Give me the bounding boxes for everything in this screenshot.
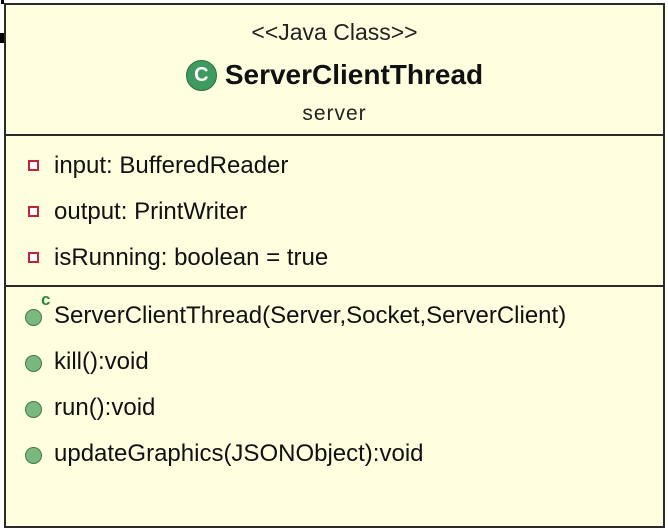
operation-text: run():void	[54, 394, 156, 421]
operation-row[interactable]: c ServerClientThread(Server,Socket,Serve…	[6, 291, 663, 348]
attribute-row[interactable]: isRunning: boolean = true	[6, 244, 663, 290]
class-name-row: C ServerClientThread	[6, 59, 663, 91]
public-visibility-icon	[25, 401, 42, 418]
connector-tick-top	[1, 0, 4, 4]
operation-row[interactable]: kill():void	[6, 348, 663, 394]
class-name: ServerClientThread	[224, 59, 484, 90]
connector-tick-left	[0, 33, 4, 43]
attribute-text: isRunning: boolean = true	[54, 244, 329, 271]
operation-text: ServerClientThread(Server,Socket,ServerC…	[54, 302, 567, 329]
class-header: <<Java Class>> C ServerClientThread serv…	[6, 5, 663, 136]
private-visibility-icon	[28, 206, 39, 217]
private-visibility-icon	[28, 252, 39, 263]
attribute-row[interactable]: output: PrintWriter	[6, 198, 663, 244]
operation-row[interactable]: run():void	[6, 394, 663, 440]
operation-text: updateGraphics(JSONObject):void	[54, 440, 424, 467]
public-visibility-icon	[25, 355, 42, 372]
stereotype-label: <<Java Class>>	[251, 19, 418, 45]
constructor-mark-icon: c	[41, 290, 51, 309]
uml-class-box[interactable]: <<Java Class>> C ServerClientThread serv…	[4, 3, 665, 528]
attribute-row[interactable]: input: BufferedReader	[6, 152, 663, 198]
operation-text: kill():void	[54, 348, 149, 375]
public-visibility-icon	[25, 447, 42, 464]
attributes-compartment: input: BufferedReader output: PrintWrite…	[6, 136, 663, 287]
operation-row[interactable]: updateGraphics(JSONObject):void	[6, 440, 663, 486]
attribute-text: input: BufferedReader	[54, 152, 289, 179]
operations-compartment: c ServerClientThread(Server,Socket,Serve…	[6, 287, 663, 526]
attribute-text: output: PrintWriter	[54, 198, 247, 225]
class-icon: C	[185, 59, 217, 91]
package-label: server	[302, 102, 367, 125]
public-visibility-icon	[25, 309, 42, 326]
private-visibility-icon	[28, 160, 39, 171]
